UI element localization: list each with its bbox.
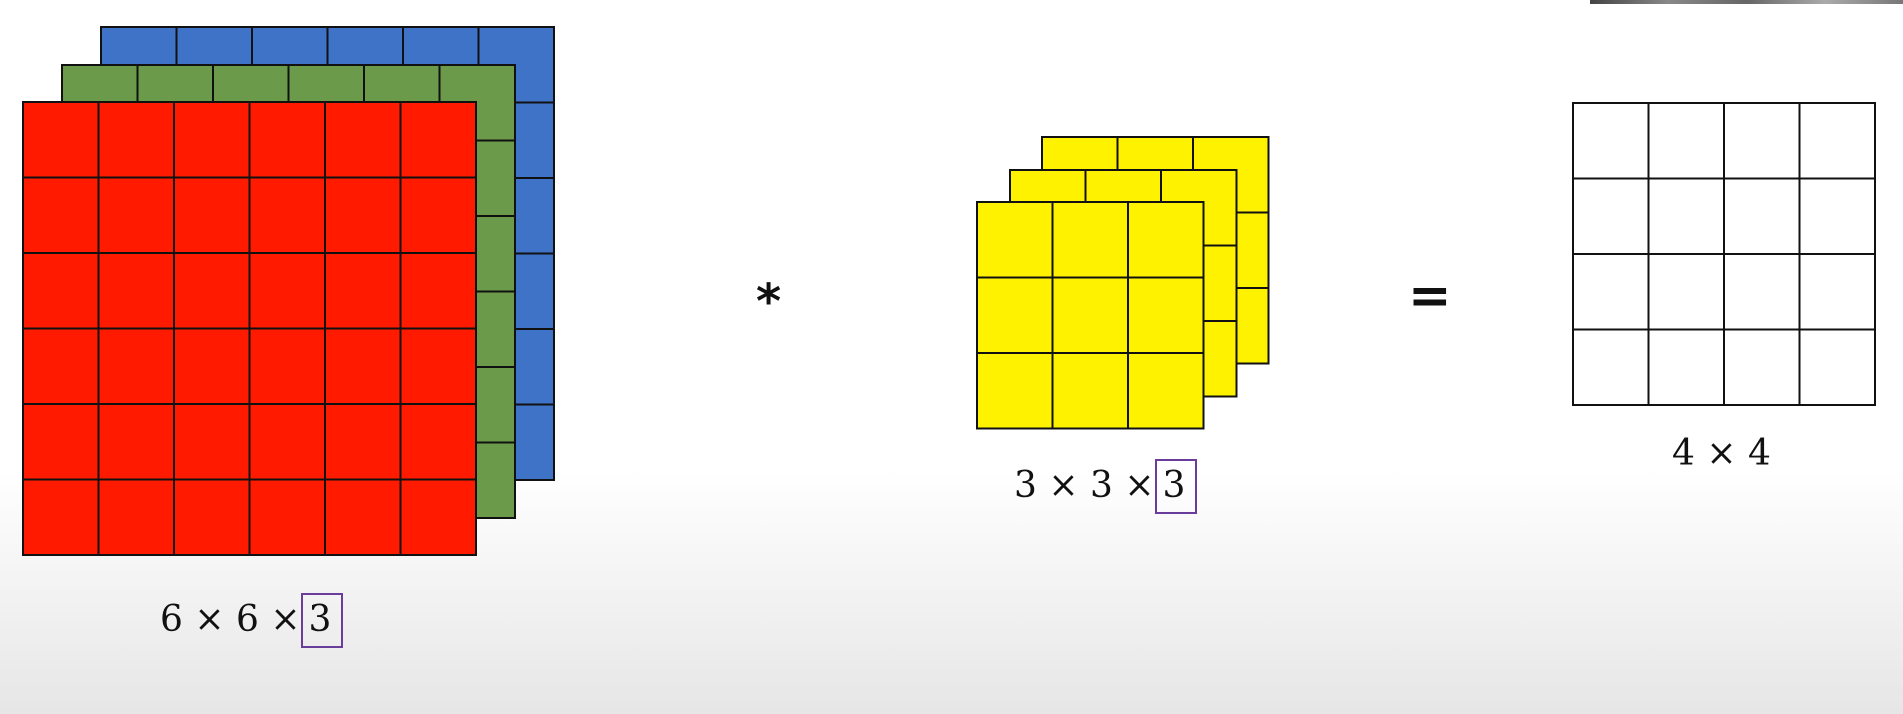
grid-cell: [399, 403, 477, 481]
grid-cell: [1798, 102, 1876, 180]
input-dim-b: 6: [235, 599, 259, 640]
input-channels-highlight: 3: [300, 593, 344, 648]
grid-cell: [97, 403, 175, 481]
grid-cell: [97, 101, 175, 179]
grid-cell: [22, 176, 100, 254]
output-dim-a: 4: [1672, 433, 1695, 474]
grid-cell: [324, 327, 402, 405]
grid-cell: [173, 101, 251, 179]
grid-cell: [97, 327, 175, 405]
grid-cell: [1798, 328, 1876, 406]
grid-cell: [173, 176, 251, 254]
grid-cell: [1572, 177, 1650, 255]
grid-cell: [1647, 177, 1725, 255]
grid-cell: [399, 327, 477, 405]
grid-cell: [1572, 102, 1650, 180]
output-times: ×: [1706, 433, 1737, 474]
output-dimension-label: 4 × 4: [1672, 436, 1771, 472]
grid-cell: [22, 252, 100, 330]
grid-cell: [399, 478, 477, 556]
input-channel-red: [22, 101, 477, 556]
grid-cell: [248, 327, 326, 405]
grid-cell: [173, 403, 251, 481]
grid-cell: [1798, 177, 1876, 255]
input-dimension-label: 6 × 6 ×3: [160, 593, 344, 648]
filter-times-2: ×: [1124, 465, 1155, 506]
grid-cell: [399, 252, 477, 330]
output-dim-b: 4: [1747, 433, 1771, 474]
grid-cell: [1723, 102, 1801, 180]
grid-cell: [248, 252, 326, 330]
filter-channels-highlight: 3: [1154, 459, 1198, 514]
input-volume: [22, 26, 555, 556]
grid-cell: [248, 403, 326, 481]
grid-cell: [97, 176, 175, 254]
grid-cell: [1647, 328, 1725, 406]
grid-cell: [22, 101, 100, 179]
grid-cell: [22, 403, 100, 481]
grid-cell: [1572, 328, 1650, 406]
grid-cell: [248, 176, 326, 254]
grid-cell: [324, 478, 402, 556]
filter-channel-1: [976, 201, 1205, 430]
grid-cell: [1127, 276, 1205, 354]
grid-cell: [248, 101, 326, 179]
grid-cell: [1127, 352, 1205, 430]
grid-cell: [173, 478, 251, 556]
grid-cell: [1647, 102, 1725, 180]
grid-cell: [1723, 253, 1801, 331]
grid-cell: [1051, 201, 1129, 279]
grid-cell: [22, 478, 100, 556]
grid-cell: [1723, 177, 1801, 255]
input-dim-a: 6: [160, 599, 183, 640]
filter-dimension-label: 3 × 3 ×3: [1014, 459, 1198, 514]
filter-times-1: ×: [1048, 465, 1079, 506]
grid-cell: [1647, 253, 1725, 331]
grid-cell: [1127, 201, 1205, 279]
grid-cell: [976, 201, 1054, 279]
grid-cell: [1572, 253, 1650, 331]
convolution-operator: *: [756, 274, 782, 330]
grid-cell: [22, 327, 100, 405]
input-times-2: ×: [270, 599, 301, 640]
grid-cell: [97, 252, 175, 330]
grid-cell: [1051, 276, 1129, 354]
equals-operator: =: [1408, 266, 1452, 326]
output-grid: [1572, 102, 1876, 406]
grid-cell: [173, 252, 251, 330]
grid-cell: [324, 403, 402, 481]
filter-volume: [976, 136, 1270, 430]
grid-cell: [1051, 352, 1129, 430]
grid-cell: [324, 252, 402, 330]
grid-cell: [248, 478, 326, 556]
grid-cell: [324, 176, 402, 254]
output-matrix: [1572, 102, 1876, 406]
grid-cell: [324, 101, 402, 179]
grid-cell: [399, 176, 477, 254]
grid-cell: [1723, 328, 1801, 406]
filter-dim-b: 3: [1089, 465, 1113, 506]
grid-cell: [173, 327, 251, 405]
grid-cell: [976, 352, 1054, 430]
grid-cell: [399, 101, 477, 179]
grid-cell: [976, 276, 1054, 354]
grid-cell: [1798, 253, 1876, 331]
input-times-1: ×: [194, 599, 225, 640]
webcam-strip: [1590, 0, 1903, 4]
grid-cell: [97, 478, 175, 556]
filter-dim-a: 3: [1014, 465, 1037, 506]
